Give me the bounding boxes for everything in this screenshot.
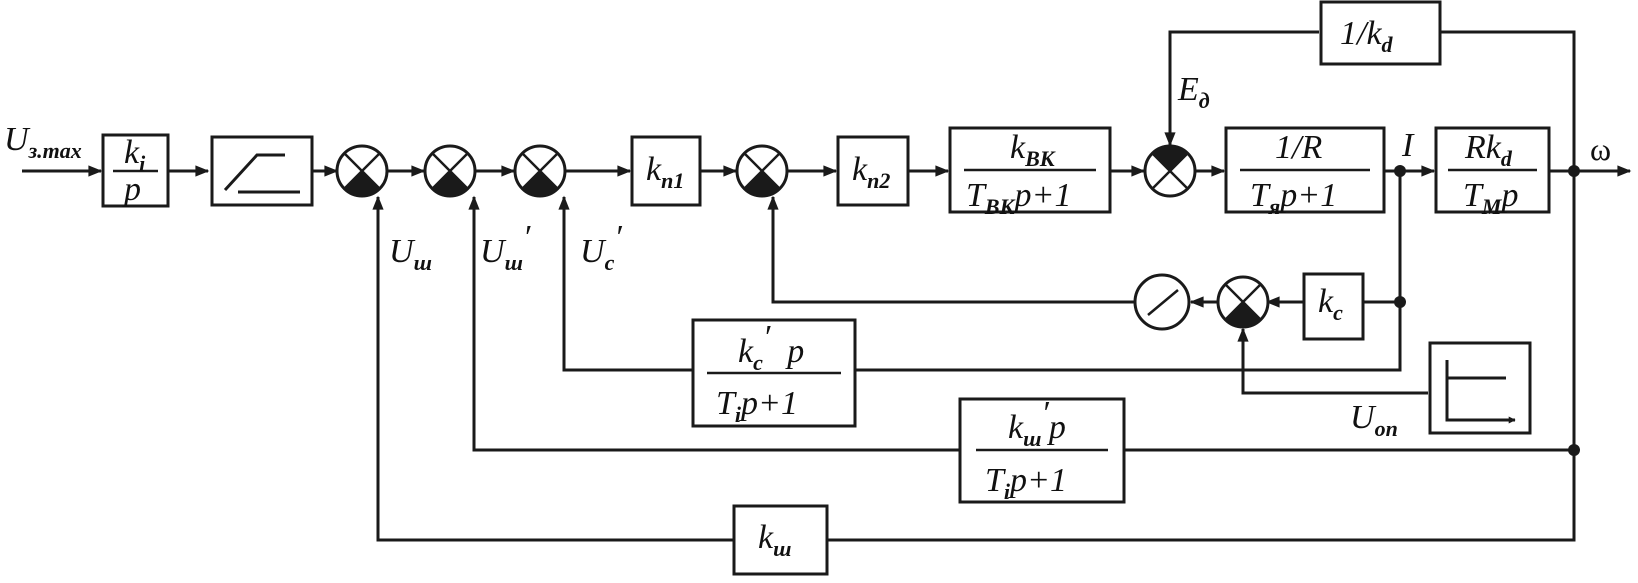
svg-text:1/kd: 1/kd <box>1340 15 1394 57</box>
kp1-block: kп1 <box>630 135 702 207</box>
current-derivative-block: kc′ p Tip+1 <box>691 318 857 428</box>
svg-text:ki: ki <box>124 134 146 176</box>
integrator-block: ki p <box>101 133 170 208</box>
switch-element <box>1133 273 1191 331</box>
svg-text:kш′p: kш′p <box>1008 395 1066 451</box>
motor-block: Rkd TMp <box>1434 126 1551 219</box>
speed-derivative-block: kш′p Tip+1 <box>958 395 1126 504</box>
svg-text:kп2: kп2 <box>852 151 890 193</box>
svg-text:TВКp+1: TВКp+1 <box>966 177 1071 219</box>
svg-text:Tяp+1: Tяp+1 <box>1250 177 1337 219</box>
svg-text:Rkd: Rkd <box>1464 129 1513 171</box>
junction-dots <box>1394 165 1580 456</box>
armature-block: 1/R Tяp+1 <box>1224 126 1386 219</box>
converter-block: kВК TВКp+1 <box>948 126 1112 219</box>
ksh-block: kш <box>732 504 829 576</box>
svg-text:kВК: kВК <box>1010 129 1056 171</box>
summing-junction-4 <box>735 144 789 198</box>
u-sh-label: Uш <box>389 233 432 275</box>
emf-feedback-block: 1/kd <box>1319 0 1442 66</box>
svg-text:kc: kc <box>1318 283 1343 325</box>
u-op-label: Uоп <box>1350 399 1398 441</box>
limiter-characteristic-block <box>1428 341 1532 435</box>
u-sh-prime-label: Uш′ <box>480 219 531 275</box>
output-signal-label: ω <box>1590 131 1611 167</box>
summing-junction-3 <box>513 144 567 198</box>
svg-text:kш: kш <box>758 519 791 561</box>
summing-junction-2 <box>423 144 477 198</box>
svg-text:Tip+1: Tip+1 <box>716 385 798 427</box>
feedback-wires <box>372 30 1576 542</box>
summing-junction-emf <box>1143 144 1197 198</box>
kp2-block: kп2 <box>836 135 910 207</box>
kc-block: kc <box>1302 272 1365 341</box>
emf-signal-label: Eд <box>1177 71 1210 113</box>
svg-text:TMp: TMp <box>1463 177 1518 219</box>
summing-junction-current-limit <box>1216 275 1270 329</box>
ramp-limiter-block <box>210 135 314 207</box>
svg-text:kc′ p: kc′ p <box>738 319 804 375</box>
svg-text:Tip+1: Tip+1 <box>985 462 1067 504</box>
u-c-prime-label: Uc′ <box>580 219 622 275</box>
svg-text:1/R: 1/R <box>1275 129 1322 166</box>
svg-text:p: p <box>122 171 141 208</box>
summing-junction-1 <box>335 144 389 198</box>
input-signal-label: Uз.max <box>4 121 82 163</box>
svg-text:kп1: kп1 <box>646 151 684 193</box>
current-signal-label: I <box>1401 127 1415 164</box>
